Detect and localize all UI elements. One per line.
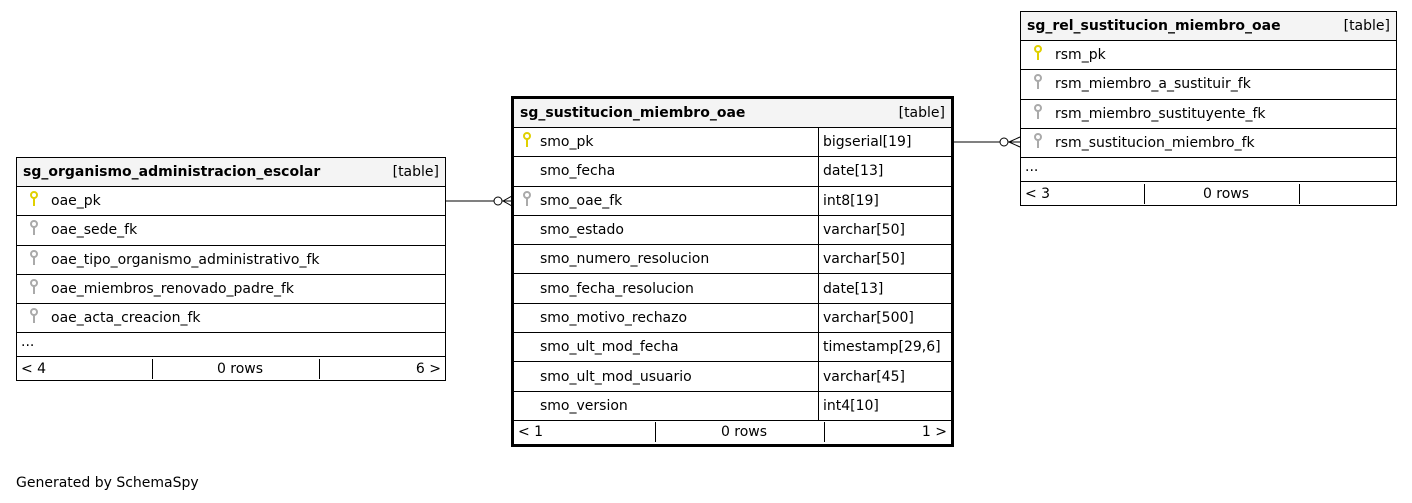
column-row[interactable]: oae_acta_creacion_fk [17,304,445,334]
column-row[interactable]: rsm_miembro_a_sustituir_fk [1021,70,1396,100]
column-type: varchar[50] [818,215,951,245]
column-type: bigserial[19] [818,128,951,157]
column-name: smo_ult_mod_fecha [540,339,679,356]
foreign-key-icon [523,190,531,211]
table-kind: [table] [1343,18,1390,34]
table-footer: < 1 0 rows 1 > [514,421,951,444]
column-name: rsm_pk [1055,47,1106,64]
column-row[interactable]: smo_fecha_resolucion date[13] [514,274,951,304]
column-name: oae_acta_creacion_fk [51,310,201,327]
generated-by-label: Generated by SchemaSpy [16,475,199,491]
table-sg-rel-sustitucion-miembro-oae[interactable]: sg_rel_sustitucion_miembro_oae [table] rsm… [1020,11,1397,207]
column-row[interactable]: smo_numero_resolucion varchar[50] [514,245,951,275]
row-count: 0 rows [216,360,264,377]
column-name: smo_ult_mod_usuario [540,368,692,385]
column-name: rsm_miembro_sustituyente_fk [1055,105,1266,122]
children-count[interactable] [1308,182,1396,205]
column-name: oae_pk [51,193,101,210]
column-row[interactable]: smo_estado varchar[50] [514,215,951,246]
column-row[interactable]: rsm_miembro_sustituyente_fk [1021,100,1396,129]
column-row[interactable]: oae_pk [17,187,445,217]
divider [824,422,833,443]
foreign-key-icon [30,249,38,270]
relationship-center-right [953,136,1021,148]
column-name: rsm_miembro_a_sustituir_fk [1055,76,1251,93]
table-name: sg_rel_sustitucion_miembro_oae [1027,18,1281,34]
table-header: sg_sustitucion_miembro_oae [table] [514,99,951,128]
primary-key-icon [1034,45,1042,65]
column-name: smo_numero_resolucion [540,251,710,268]
more-columns: ... [1021,158,1396,183]
column-type: timestamp[29,6] [818,333,951,362]
children-count[interactable]: 6 > [415,360,441,377]
column-type: varchar[500] [818,303,951,333]
relationship-left-center [445,195,513,207]
column-row[interactable]: oae_miembros_renovado_padre_fk [17,275,445,305]
column-row[interactable]: rsm_pk [1021,41,1396,71]
column-type: varchar[50] [818,245,951,274]
column-name: smo_pk [540,134,594,151]
column-row[interactable]: oae_tipo_organismo_administrativo_fk [17,246,445,275]
column-row[interactable]: smo_pk bigserial[19] [514,128,951,158]
parents-count[interactable]: < 3 [1025,185,1051,202]
parents-count[interactable]: < 1 [518,424,544,441]
column-name: smo_fecha [540,163,616,180]
column-row[interactable]: smo_fecha date[13] [514,157,951,187]
column-name: oae_sede_fk [51,222,138,239]
more-columns: ... [17,333,445,358]
column-type: int4[10] [818,391,951,420]
column-row[interactable]: rsm_sustitucion_miembro_fk [1021,129,1396,159]
table-kind: [table] [392,164,439,180]
table-sg-sustitucion-miembro-oae[interactable]: sg_sustitucion_miembro_oae [table] smo_pk b… [511,96,954,447]
column-name: smo_version [540,397,628,414]
table-header: sg_rel_sustitucion_miembro_oae [table] [1021,12,1396,41]
column-row[interactable]: smo_motivo_rechazo varchar[500] [514,303,951,334]
column-row[interactable]: oae_sede_fk [17,216,445,246]
divider [152,358,161,379]
table-header: sg_organismo_administracion_escolar [tabl… [17,158,445,187]
row-count: 0 rows [720,424,768,441]
column-name: smo_motivo_rechazo [540,309,688,326]
column-name: smo_oae_fk [540,192,623,209]
column-name: rsm_sustitucion_miembro_fk [1055,135,1255,152]
table-sg-organismo-administracion-escolar[interactable]: sg_organismo_administracion_escolar [tabl… [16,157,446,382]
column-name: smo_estado [540,222,624,239]
row-count: 0 rows [1202,185,1250,202]
divider [655,422,664,443]
column-type: int8[19] [818,186,951,215]
table-name: sg_sustitucion_miembro_oae [520,105,746,121]
table-name: sg_organismo_administracion_escolar [23,164,321,180]
parents-count[interactable]: < 4 [21,360,47,377]
table-kind: [table] [898,105,945,121]
children-count[interactable]: 1 > [921,424,947,441]
column-name: oae_tipo_organismo_administrativo_fk [51,251,320,268]
foreign-key-icon [30,220,38,240]
divider [319,358,328,379]
column-row[interactable]: smo_oae_fk int8[19] [514,186,951,216]
foreign-key-icon [30,308,38,328]
column-name: oae_miembros_renovado_padre_fk [51,281,294,298]
column-name: smo_fecha_resolucion [540,280,694,297]
divider [1299,183,1308,204]
column-type: varchar[45] [818,362,951,391]
primary-key-icon [523,132,531,152]
column-type: date[13] [818,157,951,186]
foreign-key-icon [1034,103,1042,124]
foreign-key-icon [30,279,38,299]
column-row[interactable]: smo_version int4[10] [514,391,951,421]
table-footer: < 3 0 rows [1021,182,1396,205]
column-row[interactable]: smo_ult_mod_fecha timestamp[29,6] [514,333,951,363]
foreign-key-icon [1034,133,1042,153]
table-footer: < 4 0 rows 6 > [17,357,445,380]
divider [1144,183,1153,204]
column-type: date[13] [818,274,951,303]
column-row[interactable]: smo_ult_mod_usuario varchar[45] [514,362,951,392]
primary-key-icon [30,191,38,211]
foreign-key-icon [1034,74,1042,94]
